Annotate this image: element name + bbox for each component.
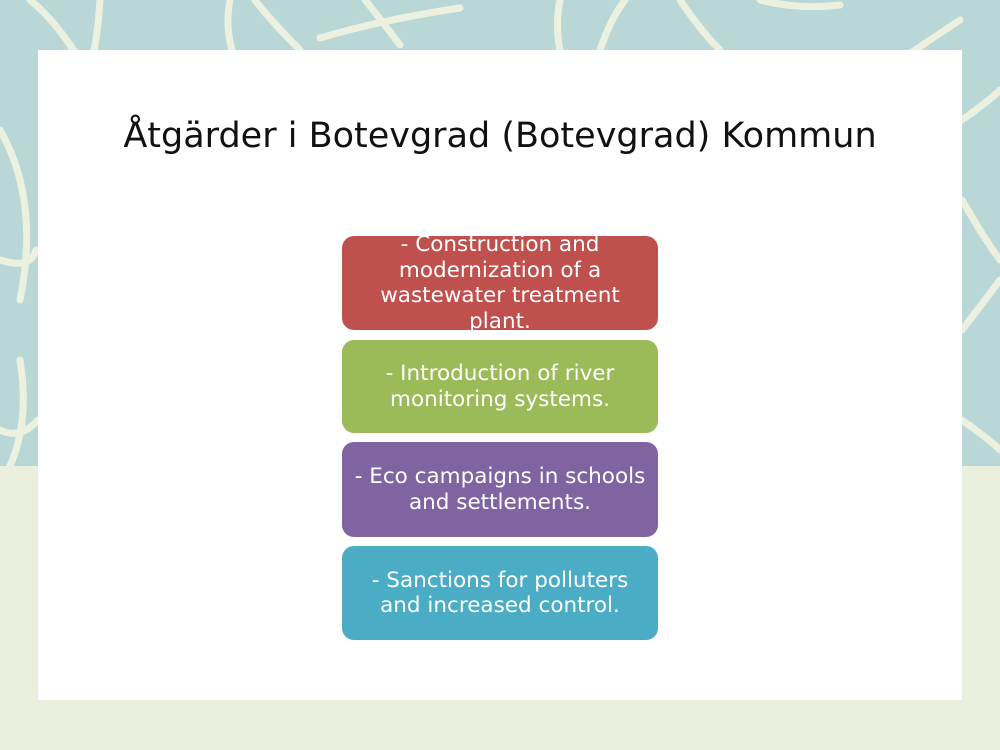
action-item-text: - Construction and modernization of a wa… bbox=[380, 232, 620, 334]
action-item-text: - Eco campaigns in schools and settlemen… bbox=[354, 464, 646, 515]
action-item-text: - Sanctions for polluters and increased … bbox=[371, 567, 629, 619]
action-item-eco-campaigns: - Eco campaigns in schools and settlemen… bbox=[342, 442, 658, 537]
action-item-monitoring: - Introduction of river monitoring syste… bbox=[342, 340, 658, 433]
slide-title: Åtgärder i Botevgrad (Botevgrad) Kommun bbox=[123, 116, 877, 156]
action-item-sanctions: - Sanctions for polluters and increased … bbox=[342, 546, 658, 640]
action-item-wastewater: - Construction and modernization of a wa… bbox=[342, 232, 658, 334]
action-item-text: - Introduction of river monitoring syste… bbox=[385, 361, 615, 412]
